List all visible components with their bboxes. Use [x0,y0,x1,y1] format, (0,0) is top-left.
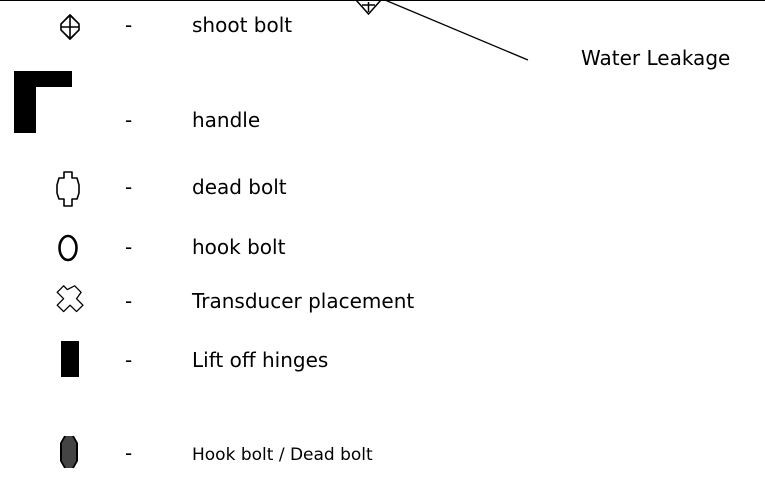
transducer-placement-icon [56,285,84,313]
hook-bolt-icon [58,234,78,262]
partial-shoot-bolt-icon [354,0,383,16]
lift-off-hinge-icon [61,341,79,377]
legend-label-shoot-bolt: shoot bolt [192,13,293,37]
legend-row-handle: - handle [0,63,600,135]
top-border-line [0,0,765,1]
handle-icon [14,71,72,133]
legend-label-handle: handle [192,108,261,132]
legend-dash: - [125,348,133,372]
legend-row-hook-dead-bolt: - Hook bolt / Dead bolt [0,434,600,474]
legend-dash: - [125,289,133,313]
legend-dash: - [125,108,133,132]
legend-label-hook-bolt: hook bolt [192,235,286,259]
legend-row-shoot-bolt: - shoot bolt [0,6,600,46]
legend-row-hook-bolt: - hook bolt [0,228,600,268]
dead-bolt-icon [56,171,80,207]
hook-dead-bolt-icon [60,436,78,468]
legend-label-dead-bolt: dead bolt [192,175,287,199]
legend-row-dead-bolt: - dead bolt [0,168,600,208]
leader-line [384,0,529,61]
water-leakage-callout: Water Leakage [581,46,731,70]
legend-dash: - [125,235,133,259]
legend-label-hook-dead-bolt: Hook bolt / Dead bolt [192,445,373,465]
legend-row-lift-off-hinges: - Lift off hinges [0,341,600,381]
legend-label-lift-off-hinges: Lift off hinges [192,348,329,372]
legend-row-transducer-placement: - Transducer placement [0,282,600,322]
legend-dash: - [125,441,133,465]
legend-label-transducer-placement: Transducer placement [192,289,415,313]
legend-dash: - [125,13,133,37]
shoot-bolt-icon [60,14,80,40]
legend-dash: - [125,175,133,199]
leader-line-graphic [354,0,529,61]
